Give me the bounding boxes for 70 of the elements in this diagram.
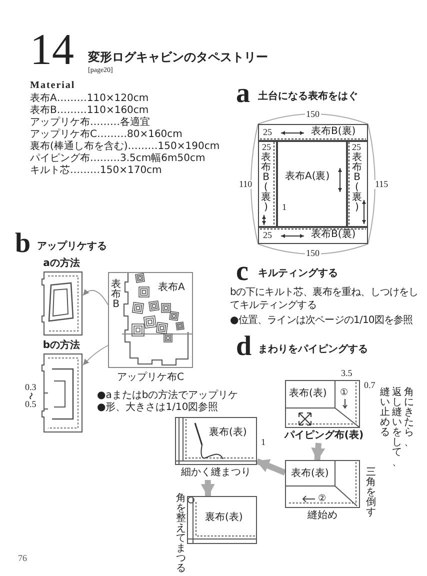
page-title: 変形ログキャビンのタペストリー xyxy=(88,50,268,64)
step-arrow xyxy=(311,442,326,461)
fabric-piece xyxy=(347,141,368,227)
dimension-label: 115 xyxy=(374,180,390,189)
page-number: 76 xyxy=(18,553,27,564)
fabric-label: 表布A(裏) xyxy=(285,171,330,183)
note-text: 角を整えてまつる xyxy=(176,494,186,574)
dimension-label: 1 xyxy=(260,438,266,447)
section-heading: 土台になる表布をはぐ xyxy=(258,91,358,103)
material-heading: Material xyxy=(30,80,76,92)
dimension-label: 1 xyxy=(281,203,288,212)
fabric-label: 表布B(裏) xyxy=(311,229,356,241)
step-arrow xyxy=(200,480,215,497)
part-caption: アップリケ布C xyxy=(117,372,184,384)
dimension-label: 0.7 xyxy=(363,381,376,390)
fabric-label: 表布B(裏) xyxy=(311,126,356,138)
dimension-label: 3.5 xyxy=(340,369,354,378)
material-item: アップリケ布………各適宜 xyxy=(30,117,150,128)
dimension-label: 150 xyxy=(305,110,320,119)
note-text: bの下にキルト芯、裏布を重ね、しつけをしてキルティングする xyxy=(230,286,420,312)
step-caption: 縫始め xyxy=(308,510,338,522)
dimension-label: 0.3 xyxy=(24,383,38,392)
fabric-piece xyxy=(277,141,347,227)
section-letter: a xyxy=(236,80,250,108)
dimension-label: 150 xyxy=(305,249,320,258)
step-number: ① xyxy=(340,388,348,399)
pattern-number: 14 xyxy=(30,28,74,72)
fabric-piece xyxy=(258,227,368,244)
fabric-label: 表布B(裏) xyxy=(352,153,362,213)
method-heading: bの方法 xyxy=(42,340,80,352)
fabric-piece xyxy=(258,124,368,141)
step-caption: パイピング布(表) xyxy=(284,430,364,442)
method-heading: aの方法 xyxy=(43,258,80,270)
note-text: 縫い止める xyxy=(380,388,390,438)
leader-arrow xyxy=(82,345,108,366)
step-number: ② xyxy=(318,494,326,505)
dimension-label: 25 xyxy=(351,143,362,152)
fabric-piece xyxy=(258,141,277,227)
material-item: 表布B………110×160cm xyxy=(30,105,149,116)
material-item: 裏布(棒通し布を含む)………150×190cm xyxy=(30,141,220,153)
material-item: アップリケ布C………80×160cm xyxy=(30,129,182,140)
dimension-label: 25 xyxy=(262,128,273,137)
dimension-label: 0.5 xyxy=(24,400,38,409)
note-text: ●aまたはbの方法でアップリケ xyxy=(97,390,238,402)
dimension-label: 25 xyxy=(262,231,273,240)
fabric-label: 裏布(表) xyxy=(209,427,247,439)
dimension-label: 110 xyxy=(238,180,254,189)
section-letter: c xyxy=(236,258,248,286)
section-heading: キルティングする xyxy=(258,268,338,280)
fabric-label: 表布(表) xyxy=(291,468,329,480)
material-item: 表布A………110×120cm xyxy=(30,93,149,104)
note-text: 角にきたら、 xyxy=(404,388,414,448)
leader-arrow xyxy=(82,289,108,306)
section-heading: アップリケする xyxy=(37,241,107,253)
note-text: ●位置、ラインは次ページの1/10図を参照 xyxy=(230,314,414,327)
step-caption: 細かく縫まつり xyxy=(181,467,251,479)
dimension-label: 25 xyxy=(261,143,272,152)
section-heading: まわりをパイピングする xyxy=(258,344,368,356)
fabric-label: 表布B xyxy=(111,280,121,310)
fabric-label: 表布(表) xyxy=(289,388,327,400)
material-item: キルト芯………150×170cm xyxy=(30,165,162,177)
fabric-label: 裏布(表) xyxy=(205,512,243,524)
section-letter: b xyxy=(15,230,31,258)
note-text: 返し縫いをして、 xyxy=(392,388,402,468)
note-text: ●形、大きさは1/10図参照 xyxy=(97,402,218,414)
fabric-label: 表布B(裏) xyxy=(261,153,271,213)
material-item: パイピング布………3.5cm幅6m50cm xyxy=(30,153,206,164)
section-letter: d xyxy=(236,333,252,361)
step-arrow xyxy=(256,458,286,476)
fabric-label: 表布A xyxy=(158,282,185,294)
